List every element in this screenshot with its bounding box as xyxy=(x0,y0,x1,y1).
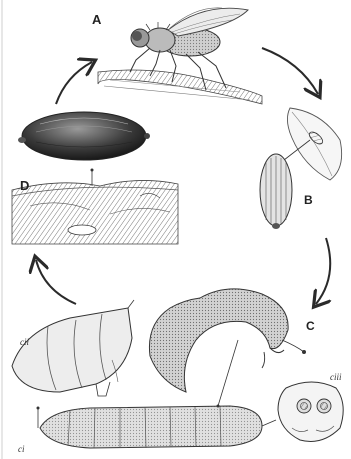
arrow-c-to-d xyxy=(36,260,76,304)
arrow-d-to-a xyxy=(56,62,92,104)
label-sub-ii: cii xyxy=(20,337,29,347)
arrow-a-to-b xyxy=(262,48,318,94)
soil-cross-section xyxy=(12,180,178,244)
arrow-b-to-c xyxy=(316,238,330,304)
larva-posterior-detail xyxy=(12,300,134,396)
label-stage-a: A xyxy=(92,12,102,27)
larva-straight-illustration xyxy=(37,405,277,449)
label-stage-b: B xyxy=(304,193,313,207)
egg-on-leaf-illustration xyxy=(260,108,342,229)
larva-spiracle-detail xyxy=(278,382,343,442)
larva-curved-illustration xyxy=(149,289,306,406)
pupa-illustration xyxy=(18,112,150,186)
label-sub-i: ci xyxy=(18,444,25,454)
adult-fly-illustration xyxy=(98,8,262,104)
label-stage-c: C xyxy=(306,319,315,333)
label-stage-d: D xyxy=(20,178,29,193)
label-sub-iii: ciii xyxy=(330,372,342,382)
